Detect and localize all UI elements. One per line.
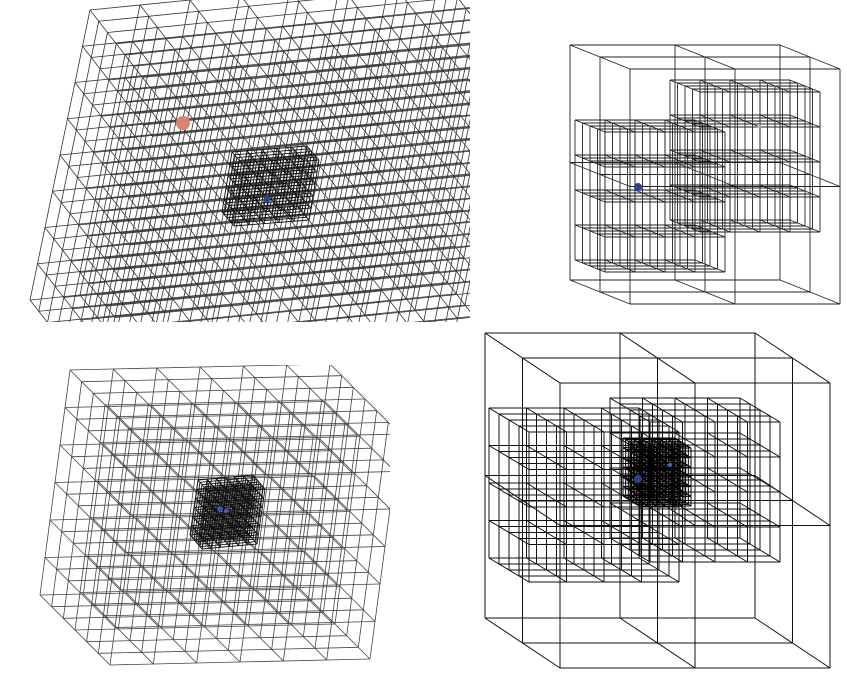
grid-line (318, 94, 388, 184)
octree-wireframe-bottom-right (475, 318, 847, 675)
grid-lines (570, 45, 840, 304)
tiny-dot-marker (757, 124, 761, 128)
large-sphere-marker (176, 116, 190, 130)
grid-line (439, 0, 470, 271)
grid-line (375, 53, 445, 143)
grid-line (383, 16, 453, 106)
grid-line (99, 303, 470, 323)
grid-line (398, 0, 458, 288)
grid-line (433, 43, 471, 323)
octree-wireframe-top-right (560, 20, 847, 322)
octree-wireframe-bottom-left (30, 365, 390, 675)
grid-line (383, 48, 443, 323)
grid-line (315, 30, 375, 320)
refined-cell (623, 438, 691, 506)
grid-line (368, 89, 438, 179)
octree-view-top-right (560, 20, 847, 322)
cluster-marker (217, 506, 223, 512)
octree-wireframe-top-left (0, 0, 470, 322)
octree-view-bottom-right (475, 318, 847, 675)
grid-line (130, 290, 200, 322)
octree-view-bottom-left (30, 365, 390, 675)
small-sphere-marker (634, 475, 642, 483)
grid-line (90, 0, 470, 10)
grid-line (73, 269, 471, 309)
cluster-marker (224, 509, 228, 513)
small-sphere-marker (264, 196, 271, 203)
grid-lines (30, 0, 470, 322)
grid-line (365, 25, 425, 315)
grid-line (325, 58, 395, 148)
tiny-dot-marker (668, 463, 672, 467)
refined-cell (222, 146, 319, 226)
octree-view-top-left (0, 0, 470, 322)
grid-line (333, 21, 403, 111)
small-sphere-marker (634, 183, 642, 191)
